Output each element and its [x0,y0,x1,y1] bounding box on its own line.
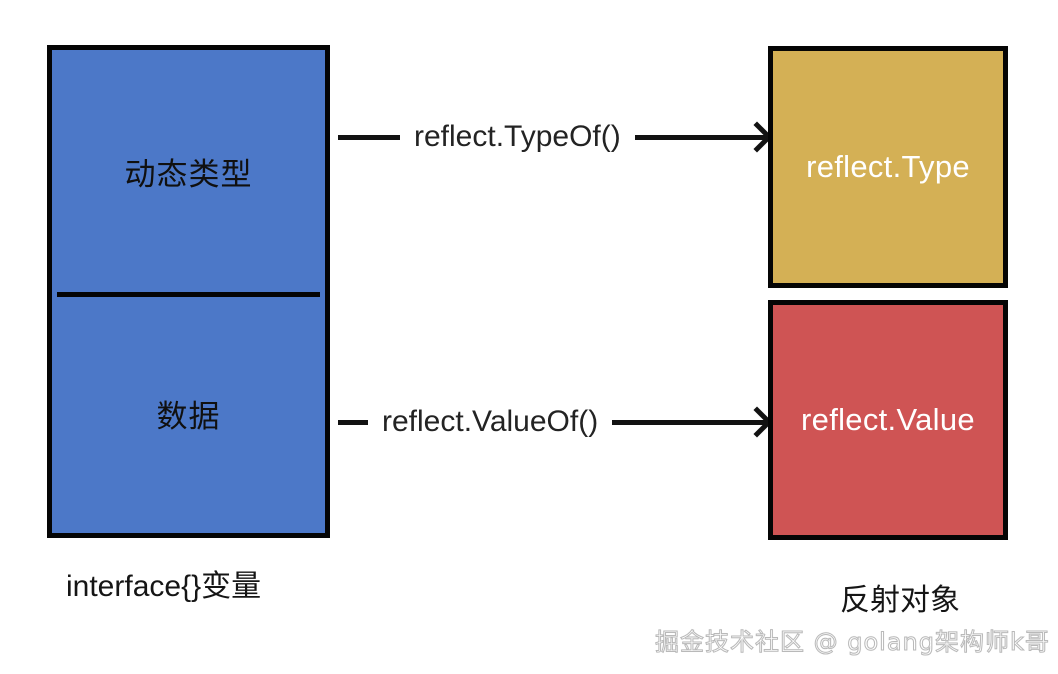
reflect-value-box: reflect.Value [768,300,1008,540]
interface-box-divider [57,292,320,297]
reflection-objects-caption: 反射对象 [840,583,960,618]
arrow-right-icon [634,134,766,140]
interface-dynamic-type-label: 动态类型 [124,157,253,194]
interface-variable-caption: interface{}变量 [66,570,262,603]
reflect-type-box: reflect.Type [768,46,1008,288]
arrow-right-icon [612,419,766,425]
interface-data-cell: 数据 [52,294,325,533]
watermark: 掘金技术社区 @ golang架构师k哥 [655,628,1050,657]
connector-valueof-label: reflect.ValueOf() [382,405,599,438]
connector-typeof-stub [338,134,400,140]
reflect-value-label: reflect.Value [801,402,975,437]
interface-variable-box: 动态类型 数据 [47,45,330,538]
connector-valueof: reflect.ValueOf() [338,402,766,442]
interface-dynamic-type-cell: 动态类型 [52,50,325,294]
connector-valueof-stub [338,419,368,425]
connector-typeof-label: reflect.TypeOf() [414,120,621,153]
connector-typeof: reflect.TypeOf() [338,117,766,157]
reflect-type-label: reflect.Type [806,149,970,184]
interface-data-label: 数据 [156,398,221,435]
